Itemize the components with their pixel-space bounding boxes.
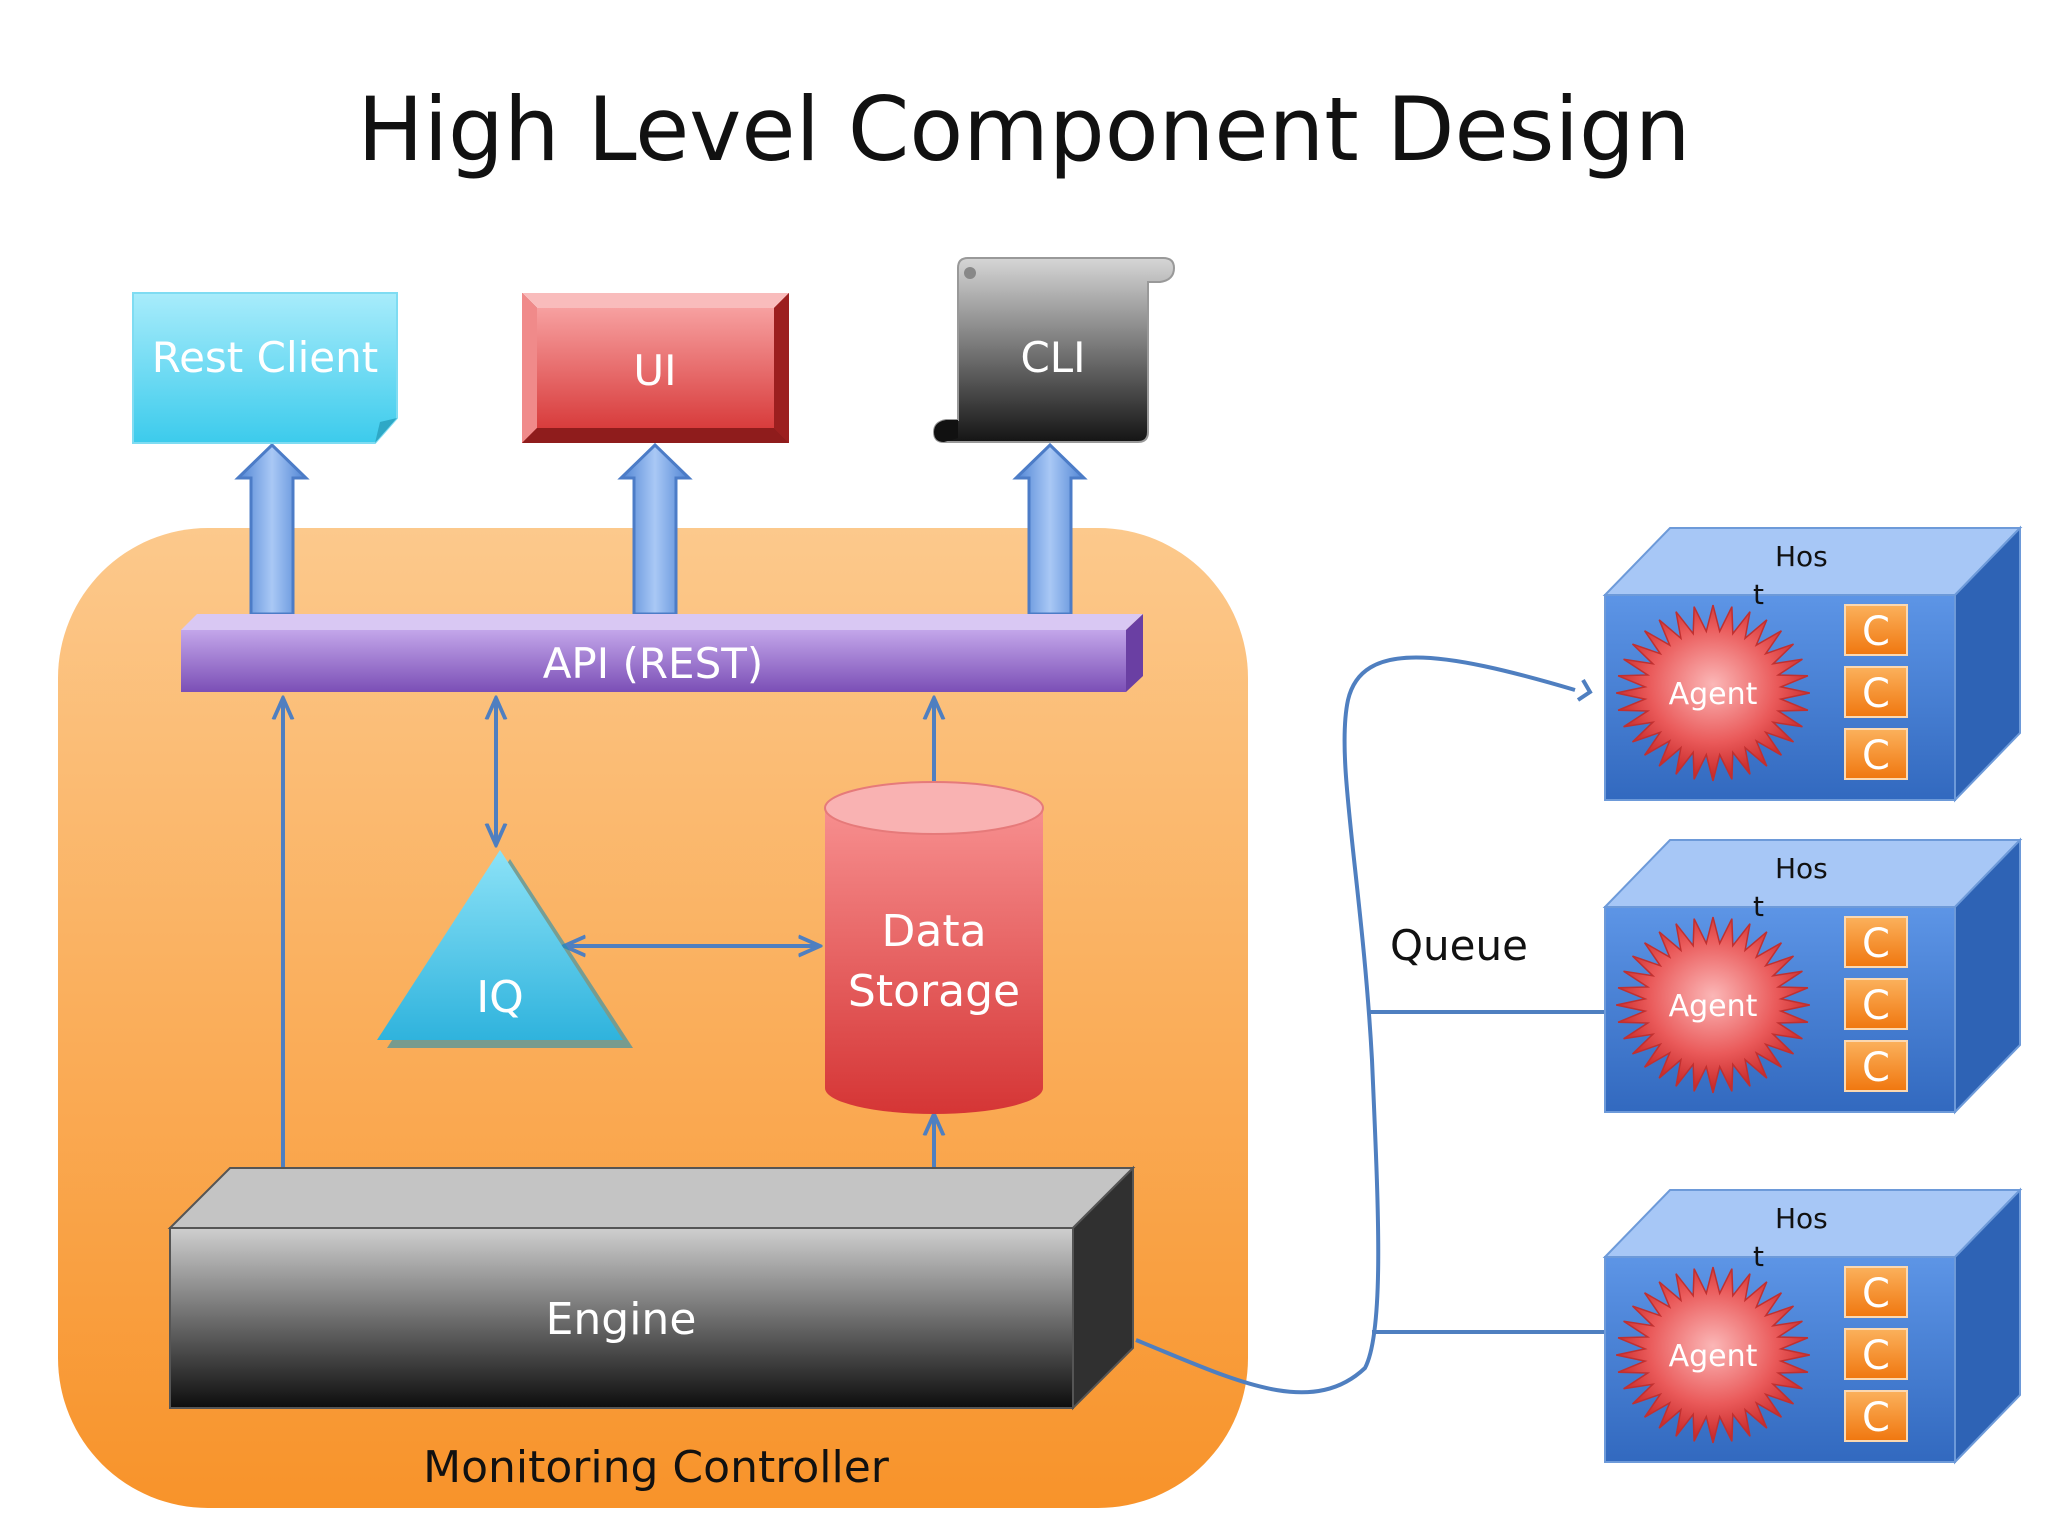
engine-label: Engine	[546, 1294, 697, 1345]
queue-connectors	[1135, 655, 1608, 1395]
agent-label: Agent	[1669, 1339, 1758, 1374]
api-label: API (REST)	[543, 639, 764, 688]
agent-icon: Agent	[1616, 1266, 1810, 1444]
container-label: C	[1862, 921, 1890, 967]
storage-label-line2: Storage	[848, 966, 1020, 1017]
container-label: C	[1862, 1271, 1890, 1317]
monitoring-controller-label: Monitoring Controller	[423, 1442, 890, 1493]
container-box: C	[1844, 978, 1908, 1030]
container-label: C	[1862, 1045, 1890, 1091]
host-label-wrap: t	[1753, 578, 1764, 611]
host-label: Hos	[1775, 540, 1828, 573]
host-label: Hos	[1775, 852, 1828, 885]
queue-main-curve	[1135, 655, 1576, 1395]
agent-label: Agent	[1669, 677, 1758, 712]
container-box: C	[1844, 1040, 1908, 1092]
agent-icon: Agent	[1616, 916, 1810, 1094]
container-box: C	[1844, 1328, 1908, 1380]
container-label: C	[1862, 983, 1890, 1029]
agent-label: Agent	[1669, 989, 1758, 1024]
container-label: C	[1862, 609, 1890, 655]
queue-arrowhead	[1576, 678, 1593, 702]
container-box: C	[1844, 1266, 1908, 1318]
container-label: C	[1862, 671, 1890, 717]
rest-client: Rest Client	[132, 292, 398, 444]
container-box: C	[1844, 666, 1908, 718]
iq-component: IQ	[377, 850, 633, 1048]
cli-component: CLI	[932, 257, 1176, 443]
data-storage: Data Storage	[824, 781, 1044, 1114]
page-title: High Level Component Design	[357, 78, 1691, 181]
iq-label: IQ	[476, 972, 524, 1023]
api-bar: API (REST)	[181, 614, 1143, 692]
arrow-to-rest-client	[234, 442, 310, 616]
container-box: C	[1844, 916, 1908, 968]
container-box: C	[1844, 1390, 1908, 1442]
agent-icon: Agent	[1616, 604, 1810, 782]
ui-label: UI	[633, 346, 676, 395]
storage-label-line1: Data	[881, 906, 986, 957]
cli-label: CLI	[1020, 333, 1085, 382]
container-label: C	[1862, 1395, 1890, 1441]
container-box: C	[1844, 604, 1908, 656]
queue-label: Queue	[1390, 921, 1528, 970]
arrow-to-ui	[617, 442, 693, 616]
host-label-wrap: t	[1753, 890, 1764, 923]
rest-client-label: Rest Client	[152, 333, 378, 382]
internal-connectors	[283, 698, 934, 1206]
ui-component: UI	[522, 293, 789, 443]
container-label: C	[1862, 1333, 1890, 1379]
arrow-to-cli	[1012, 442, 1088, 616]
host-label: Hos	[1775, 1202, 1828, 1235]
client-arrows	[234, 442, 1088, 616]
container-label: C	[1862, 733, 1890, 779]
host-label-wrap: t	[1753, 1240, 1764, 1273]
container-box: C	[1844, 728, 1908, 780]
engine-component: Engine	[167, 1165, 1136, 1411]
